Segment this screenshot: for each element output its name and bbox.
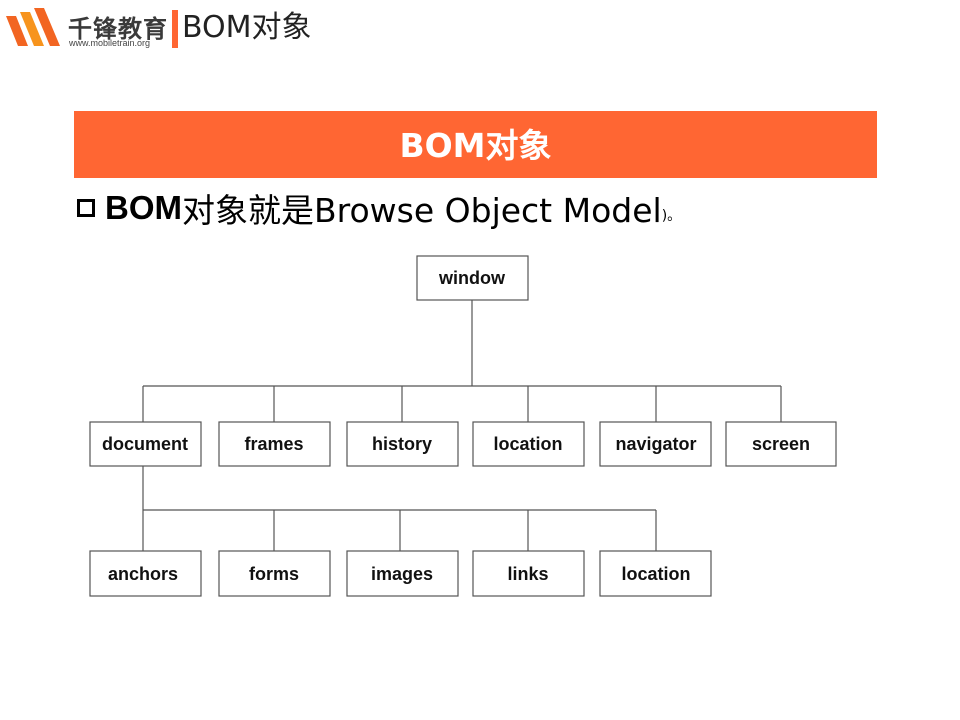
header-title: BOM对象	[182, 10, 312, 45]
node-label: window	[438, 268, 506, 288]
square-bullet-icon	[77, 199, 95, 217]
node-label: navigator	[615, 434, 696, 454]
node-history: history	[346, 421, 459, 467]
slide-header: 千锋教育 www.mobiletrain.org BOM对象	[0, 0, 960, 56]
header-accent-bar	[172, 10, 178, 48]
bullet-tail: )。	[661, 208, 682, 224]
node-label: history	[372, 434, 432, 454]
bullet-strong: BOM	[105, 189, 182, 226]
brand-url: www.mobiletrain.org	[69, 38, 151, 48]
mobiletrain-logo-icon	[6, 8, 60, 46]
node-location-sub: location	[599, 550, 712, 597]
node-label: forms	[249, 564, 299, 584]
node-links: links	[472, 550, 585, 597]
bullet-text: 对象就是Browse Object Model	[182, 191, 662, 230]
node-label: screen	[752, 434, 810, 454]
node-label: anchors	[108, 564, 178, 584]
brand-name: 千锋教育	[68, 15, 168, 43]
node-label: images	[371, 564, 433, 584]
bullet-point: BOM 对象就是Browse Object Model )。	[77, 188, 682, 230]
node-label: document	[102, 434, 188, 454]
node-document: document	[89, 421, 202, 467]
node-location: location	[472, 421, 585, 467]
node-anchors: anchors	[89, 550, 202, 597]
node-window: window	[416, 255, 529, 301]
node-forms: forms	[218, 550, 331, 597]
node-label: frames	[244, 434, 303, 454]
node-label: location	[621, 564, 690, 584]
node-screen: screen	[725, 421, 837, 467]
title-banner: BOM对象	[74, 111, 877, 178]
node-label: location	[493, 434, 562, 454]
banner-title: BOM对象	[399, 125, 552, 165]
node-navigator: navigator	[599, 421, 712, 467]
tree-connectors	[142, 300, 782, 551]
node-label: links	[507, 564, 548, 584]
node-images: images	[346, 550, 459, 597]
node-frames: frames	[218, 421, 331, 467]
